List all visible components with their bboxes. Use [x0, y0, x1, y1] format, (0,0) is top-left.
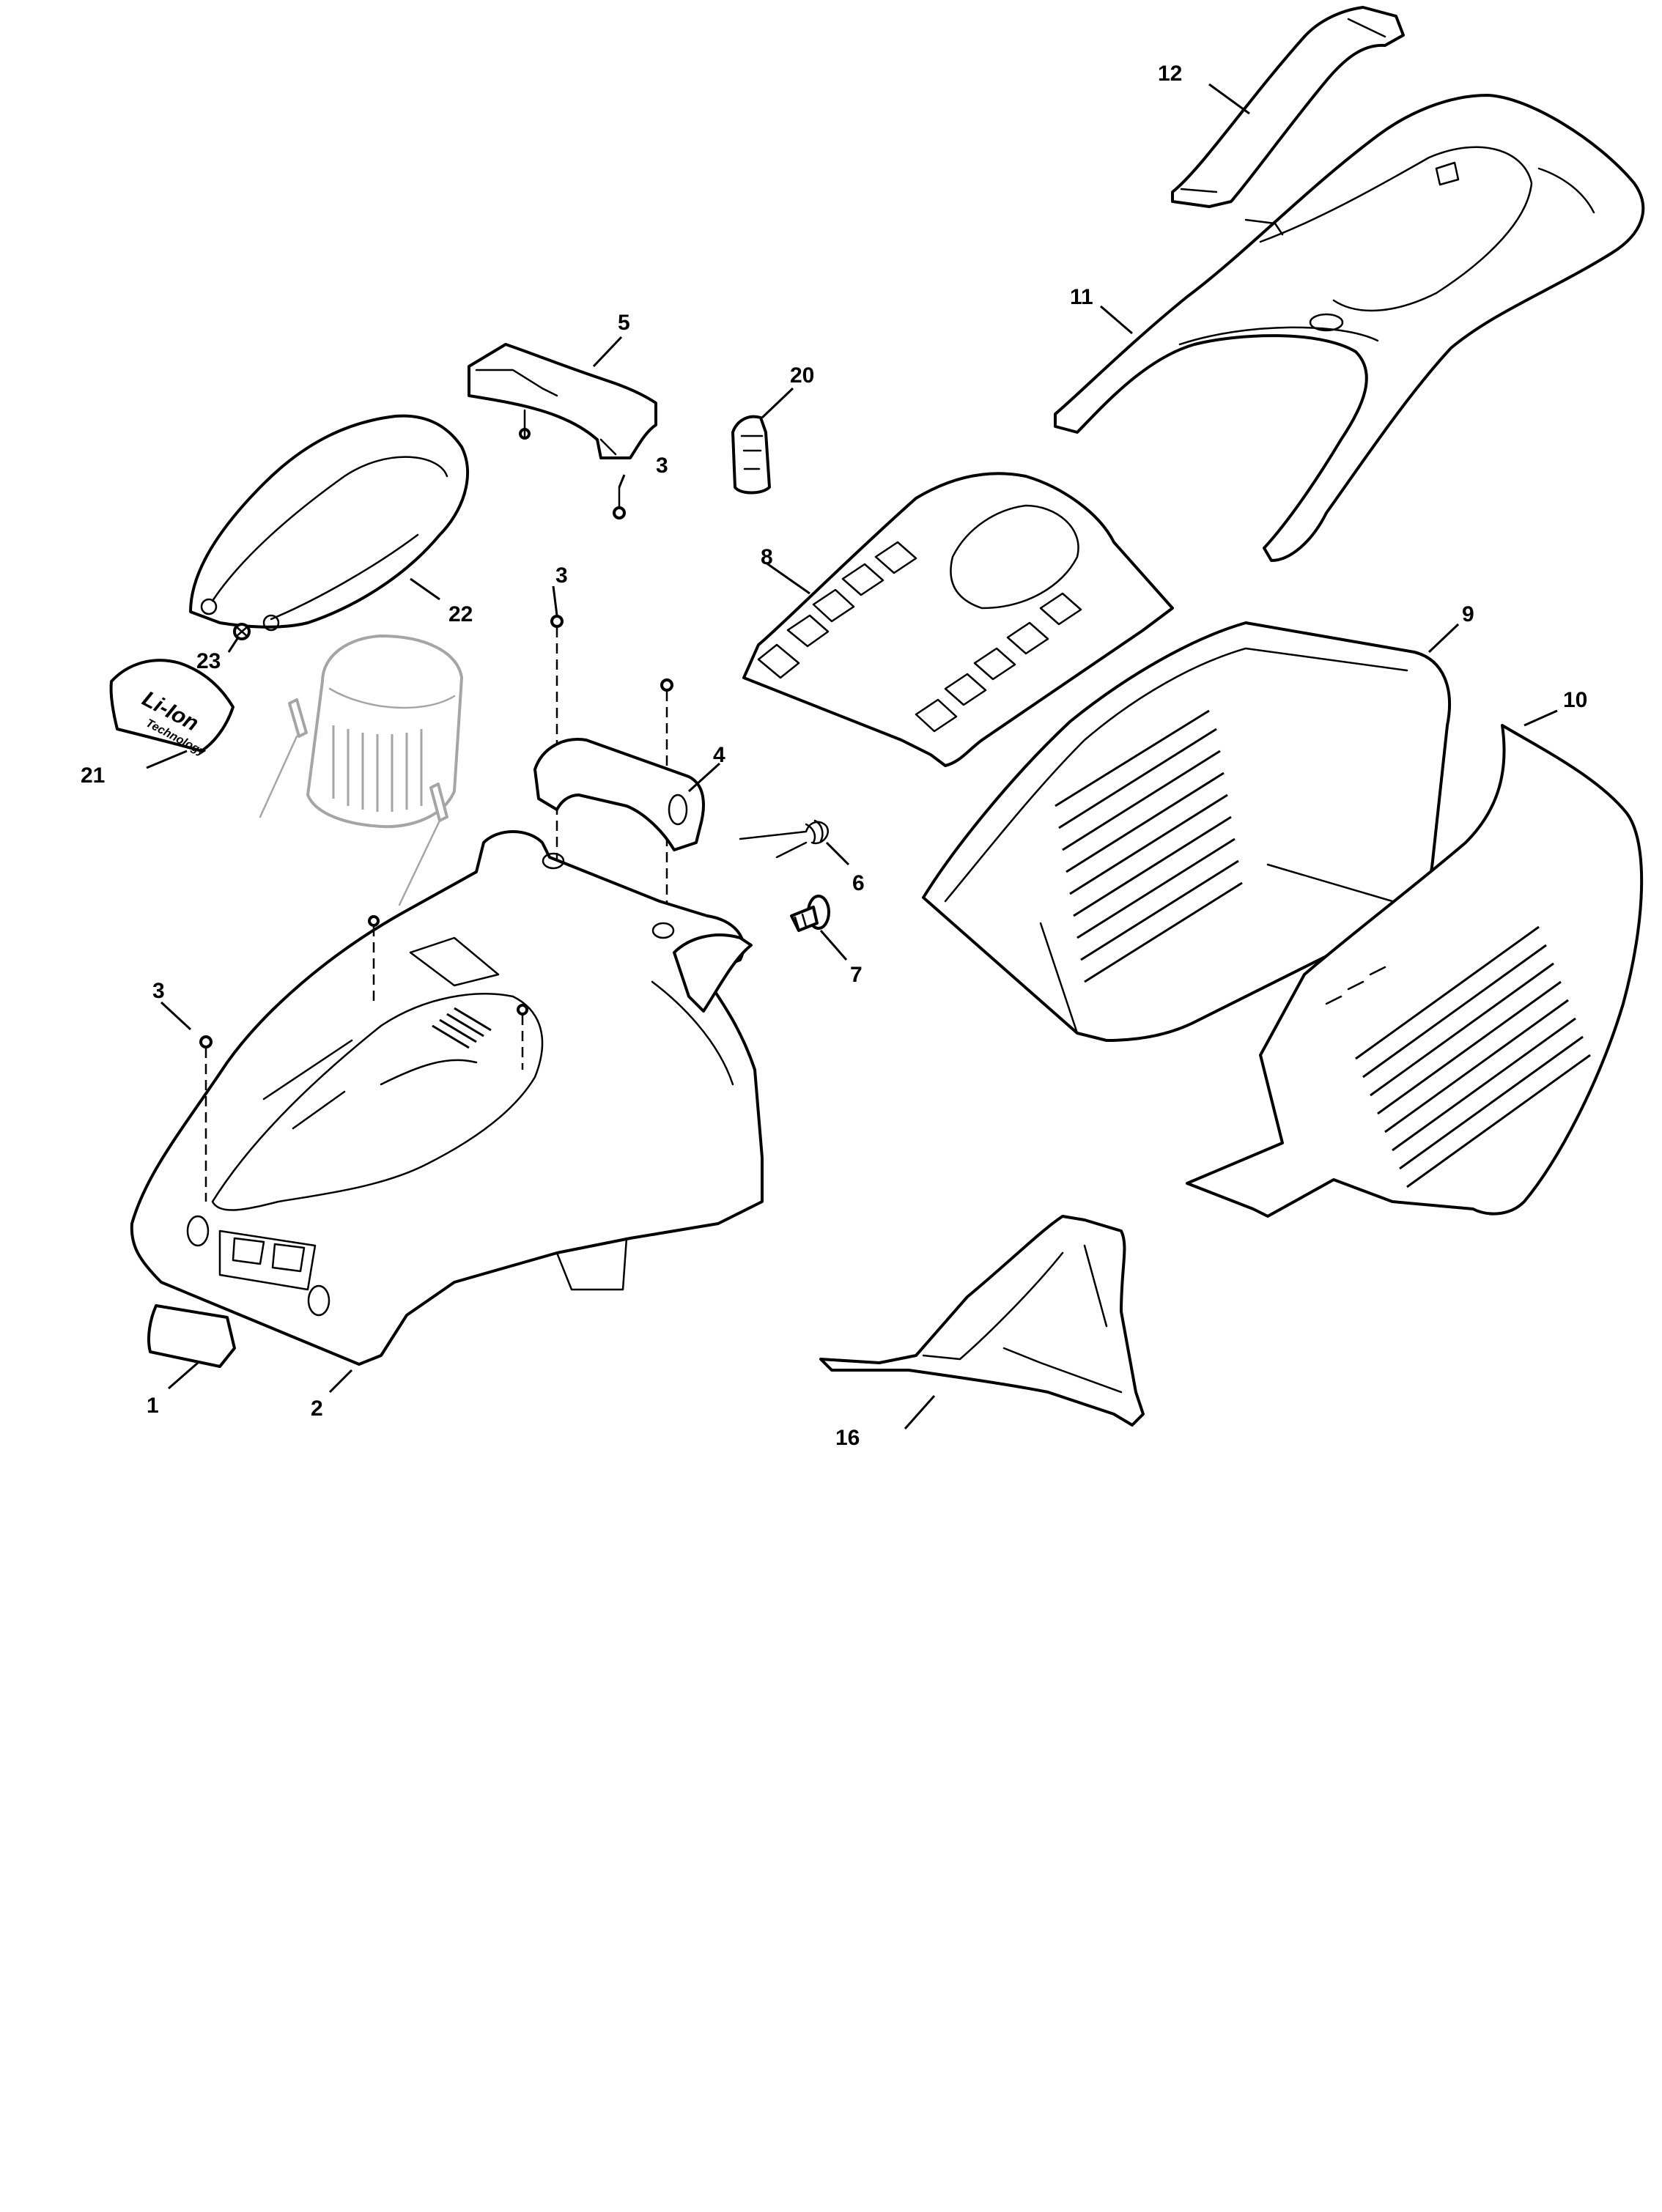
callout-4: 4 — [713, 743, 725, 767]
callout-3-left: 3 — [152, 979, 165, 1003]
part-3-screw-b — [613, 486, 626, 519]
callout-23: 23 — [196, 649, 221, 673]
leader-lines — [146, 83, 1558, 1429]
part-6-torsion-spring — [739, 819, 829, 859]
part-3-screw-a — [519, 409, 531, 440]
battery-pack-ghost — [259, 635, 463, 906]
callout-20: 20 — [790, 363, 814, 388]
callout-11: 11 — [1070, 285, 1093, 309]
part-9-grass-bag — [922, 621, 1451, 1042]
callout-1: 1 — [147, 1394, 159, 1418]
callout-labels: 12 11 5 20 3 22 9 10 8 3 4 6 7 3 21 23 1… — [81, 62, 1587, 1450]
callout-22: 22 — [448, 602, 473, 626]
part-3-screw-d — [660, 678, 673, 942]
part-20-safety-key — [731, 415, 771, 495]
callout-8: 8 — [761, 545, 773, 569]
callout-2: 2 — [311, 1397, 323, 1421]
callout-3-mid: 3 — [555, 563, 568, 588]
part-7-pivot-bolt — [790, 895, 830, 932]
part-8-rear-flap — [742, 472, 1174, 767]
callout-12: 12 — [1158, 62, 1182, 86]
part-21-liion-badge: Li-Ion Technology — [109, 659, 234, 759]
part-5-top-cover-piece — [468, 343, 657, 459]
part-10-rear-guard — [1186, 724, 1644, 1218]
callout-3-top: 3 — [656, 454, 668, 478]
callout-9: 9 — [1462, 602, 1474, 626]
callout-5: 5 — [618, 311, 630, 335]
part-22-battery-lid — [189, 414, 469, 632]
callout-10: 10 — [1563, 688, 1587, 712]
part-12-handle-grip — [1171, 6, 1405, 208]
callout-7: 7 — [850, 963, 863, 987]
callout-21: 21 — [81, 763, 105, 788]
part-3-screw-f — [368, 915, 380, 1004]
callout-6: 6 — [852, 871, 865, 895]
part-2-body-shell — [130, 830, 764, 1366]
callout-16: 16 — [835, 1426, 860, 1450]
part-3-screw-e — [199, 1035, 213, 1202]
part-23-nut — [233, 623, 251, 640]
part-1-cover-plate — [147, 1304, 236, 1368]
part-4-carry-handle — [533, 738, 705, 851]
part-16-discharge-deflector — [819, 1215, 1145, 1427]
part-3-screw-g — [517, 1004, 528, 1070]
part-11-rear-cover — [1054, 94, 1645, 562]
